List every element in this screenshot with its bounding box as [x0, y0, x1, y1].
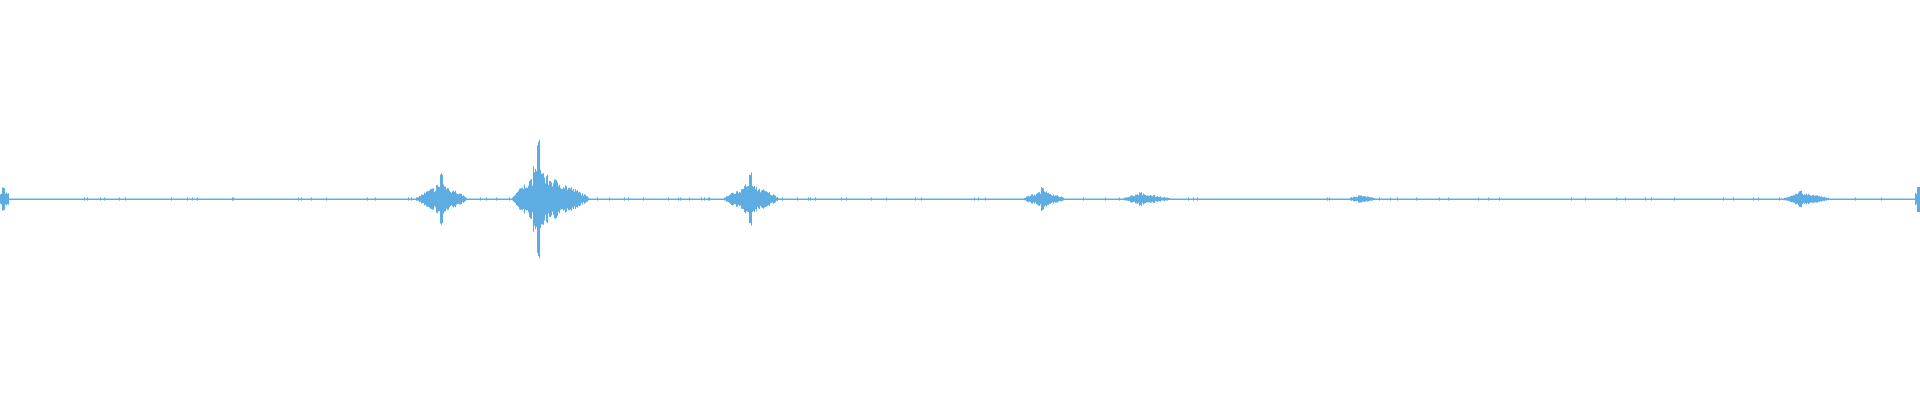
waveform-peaks: [0, 139, 1920, 259]
waveform-baseline: [0, 198, 1920, 200]
waveform-end-marker: [1917, 187, 1920, 212]
